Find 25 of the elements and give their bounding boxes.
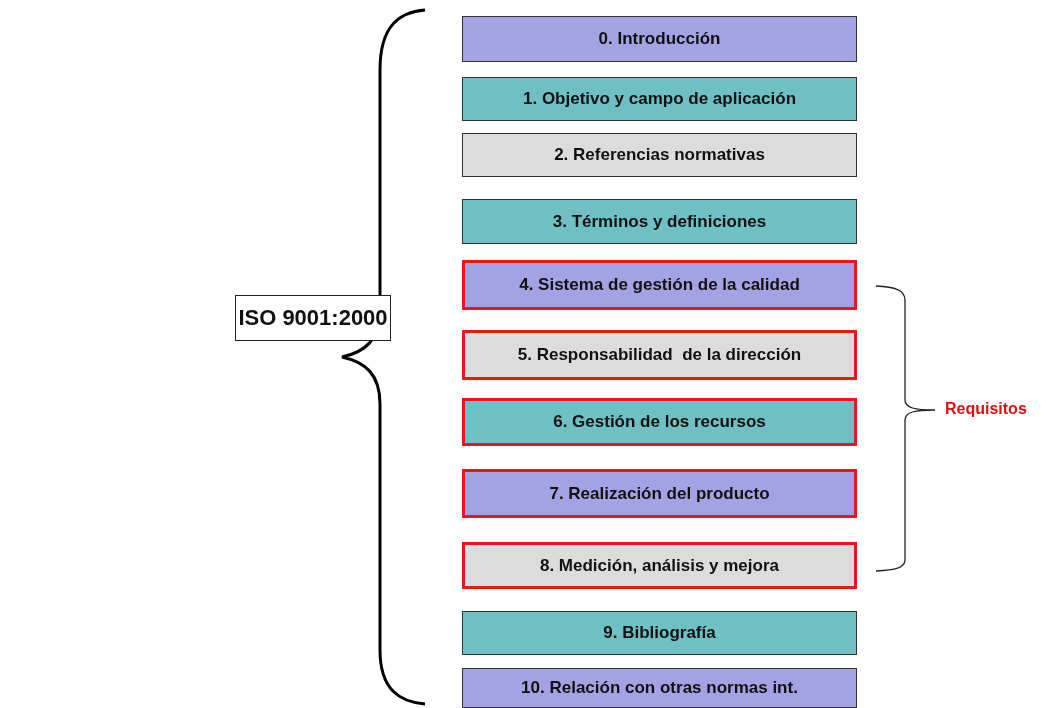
group-label: Requisitos: [945, 400, 1027, 418]
section-box: [462, 260, 857, 310]
section-title: 1. Objetivo y campo de aplicación: [523, 89, 796, 109]
section-title: 3. Términos y definiciones: [552, 211, 767, 232]
section-title: 4. Sistema de gestión de la calidad: [519, 275, 800, 295]
section-title: 0. Introducción: [598, 29, 721, 49]
title-box: [235, 295, 391, 341]
section-title: 9. Bibliografía: [603, 623, 716, 643]
section-box: [462, 668, 857, 708]
section-title: 8. Medición, análisis y mejora: [539, 555, 779, 576]
section-box: [462, 398, 857, 446]
section-title: 10. Relación con otras normas int.: [521, 678, 798, 698]
section-box: [462, 330, 857, 380]
section-title: 6. Gestión de los recursos: [553, 412, 766, 432]
section-title: 5. Responsabilidad de la dirección: [517, 345, 802, 365]
section-title: ISO 9001:2000: [238, 305, 388, 331]
section-title: 7. Realización del producto: [549, 483, 770, 504]
section-box: [462, 469, 857, 518]
section-box: [462, 16, 857, 62]
section-box: [462, 611, 857, 655]
section-box: [462, 199, 857, 244]
section-box: [462, 133, 857, 177]
section-box: [462, 542, 857, 589]
section-title: 2. Referencias normativas: [554, 145, 765, 165]
section-box: [462, 77, 857, 121]
